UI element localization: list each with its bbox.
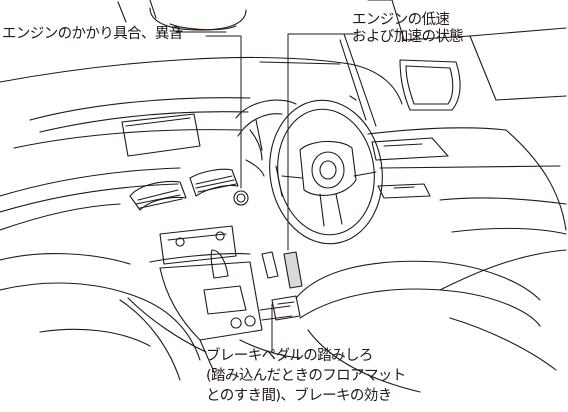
center-console	[149, 225, 293, 373]
driver-seat	[295, 249, 567, 393]
dashboard	[0, 97, 251, 231]
callout-brake: ブレーキペダルの踏みしろ (踏み込んだときのフロアマット とのすき間)、ブレーキ…	[206, 346, 406, 406]
floor-trim	[127, 297, 301, 359]
callout-engine-start: エンジンのかかり具合、異音	[2, 26, 183, 43]
center-display	[121, 113, 201, 157]
steering-wheel	[269, 99, 383, 245]
rear-view-mirror	[149, 7, 247, 33]
door-panel	[367, 0, 567, 235]
leader-lines	[205, 33, 357, 353]
passenger-seat	[0, 253, 201, 381]
callout-line: エンジンのかかり具合、異音	[2, 26, 183, 42]
callout-line: エンジンの低速	[352, 12, 450, 28]
windshield-frame	[0, 0, 403, 127]
pedals	[261, 251, 303, 321]
callout-line: (踏み込んだときのフロアマット	[206, 368, 406, 384]
callout-line: ブレーキペダルの踏みしろ	[206, 348, 373, 364]
callout-engine-speed: エンジンの低速 および加速の状態	[352, 12, 464, 46]
callout-line: とのすき間)、ブレーキの効き	[206, 388, 392, 404]
callout-line: および加速の状態	[352, 29, 464, 45]
engine-start-button	[233, 190, 249, 206]
center-air-vents	[129, 168, 239, 211]
